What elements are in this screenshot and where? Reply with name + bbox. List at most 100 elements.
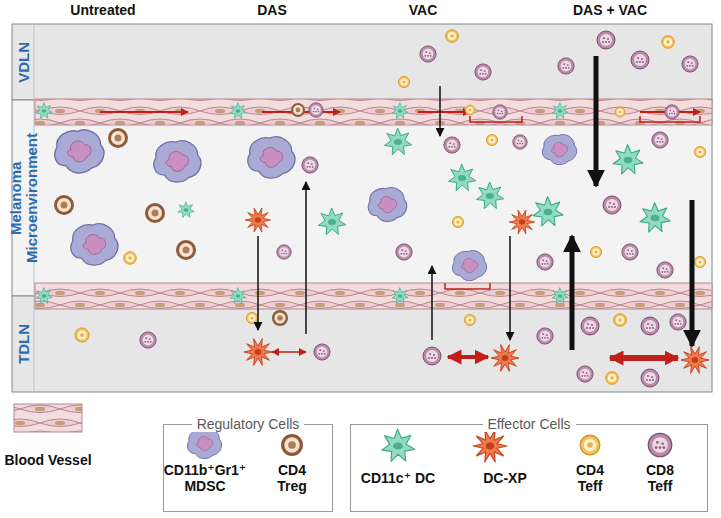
cd8-teff-cell [631, 51, 649, 69]
dendritic-cell [533, 197, 563, 226]
column-header: Untreated [70, 2, 135, 18]
cd4-teff-cell [446, 30, 459, 43]
cd8-teff-cell [396, 244, 412, 260]
cd4-teff-cell [694, 146, 705, 157]
treg-cell [108, 128, 128, 148]
dendritic-cell [476, 182, 503, 209]
dendritic-cell [384, 128, 411, 155]
cd8-teff-cell [277, 245, 291, 259]
migration-arrow [439, 86, 441, 136]
cd8-teff-cell [682, 56, 698, 72]
cd4-teff-cell [75, 328, 89, 342]
cd8-teff-cell [444, 137, 460, 153]
legend-label: CD11c⁺ DC [343, 470, 453, 486]
treg-cell [291, 103, 305, 117]
backgrounds [12, 24, 712, 392]
cd4-teff-cell [398, 76, 409, 87]
migration-arrow [570, 236, 575, 350]
cd8-teff-cell [420, 46, 436, 62]
flow-arrow [418, 111, 470, 113]
band-ground [12, 24, 712, 100]
dc-xp-cell [245, 208, 270, 232]
cd8-teff-cell [302, 157, 318, 173]
region-label: Melanoma Microenvironment [8, 104, 40, 292]
blood-vessel [35, 283, 712, 309]
migration-arrow [431, 266, 433, 340]
dc-xp-cell [681, 347, 709, 374]
cd4-teff-cell [614, 314, 627, 327]
arrows [258, 56, 692, 358]
region-band: VDLN [12, 24, 712, 100]
migration-arrow [305, 182, 307, 334]
migration-arrow [690, 200, 695, 346]
dc-xp-cell [509, 210, 534, 234]
dendritic-cell [36, 103, 52, 119]
mdsc-cell-icon [187, 429, 221, 459]
cd4-teff-cell [465, 105, 475, 115]
legend-label: CD4 Treg [269, 462, 315, 494]
cd8-teff-cell [652, 132, 668, 148]
treg-cell [176, 240, 196, 260]
cd8-teff-cell [140, 332, 156, 348]
interaction-arrow [448, 355, 488, 359]
column-header: DAS [257, 2, 287, 18]
cd8-teff-cell [581, 317, 599, 335]
blood-vessels [35, 99, 712, 309]
cd4-teff-cell [464, 314, 475, 325]
treg-cell-icon [281, 434, 303, 456]
cd4-teff-cell [694, 256, 705, 267]
group-heading-holder: Regulatory Cells [164, 415, 332, 433]
legend-icons [14, 404, 672, 462]
cd8-teff-cell [577, 366, 593, 382]
treg-cell [272, 310, 288, 326]
vessel-bracket [445, 283, 490, 289]
cd8-teff-cell [603, 196, 621, 214]
mdsc-cell [368, 188, 406, 222]
mdsc-cell [542, 135, 576, 165]
mdsc-cell [452, 251, 486, 281]
region-label: VDLN [16, 42, 32, 83]
dendritic-cell [552, 103, 568, 119]
cd4-teff-cell [452, 216, 463, 227]
legend-label: CD8 Teff [637, 462, 683, 494]
cd8-teff-cell [597, 31, 615, 49]
cd8-teff-cell [513, 135, 527, 149]
cd4-teff-cell [486, 134, 497, 145]
dc-xp-cell [491, 345, 519, 372]
region-label: TDLN [16, 324, 32, 364]
cd4-teff-cell [124, 252, 137, 265]
band-ground [12, 296, 712, 392]
cd4-teff-cell [590, 246, 601, 257]
cd8-teff-cell [537, 328, 553, 344]
cd8-teff-cell [314, 344, 330, 360]
band-label-holder: VDLN [12, 24, 36, 100]
legend-vessel-icon [14, 404, 82, 432]
cd8-teff-cell [641, 369, 659, 387]
legend-label: DC-XP [470, 470, 540, 486]
cd4-teff-cell [606, 372, 619, 385]
migration-arrow [594, 56, 599, 186]
cd8-teff-cell [475, 64, 491, 80]
migration-arrow [257, 236, 259, 330]
dendritic-cell [230, 288, 246, 304]
dendritic-cell [36, 288, 52, 304]
cd8-teff-cell [665, 105, 679, 119]
cells [36, 30, 709, 387]
group-heading-holder: Effector Cells [351, 415, 707, 433]
mdsc-cell [248, 137, 295, 178]
blood-vessel [35, 99, 712, 125]
column-header: VAC [409, 2, 438, 18]
region-band: TDLN [12, 296, 712, 392]
cd8-teff-cell [622, 244, 638, 260]
treg-cell [145, 203, 165, 223]
cd8-teff-cell [493, 105, 507, 119]
migration-arrow [509, 236, 511, 340]
group-heading: Effector Cells [483, 416, 576, 432]
mdsc-cell [71, 224, 118, 265]
dendritic-cell [613, 145, 643, 174]
interaction-arrow [272, 351, 306, 353]
cd4-teff-cell [246, 312, 257, 323]
legend-label: Blood Vessel [0, 452, 96, 468]
